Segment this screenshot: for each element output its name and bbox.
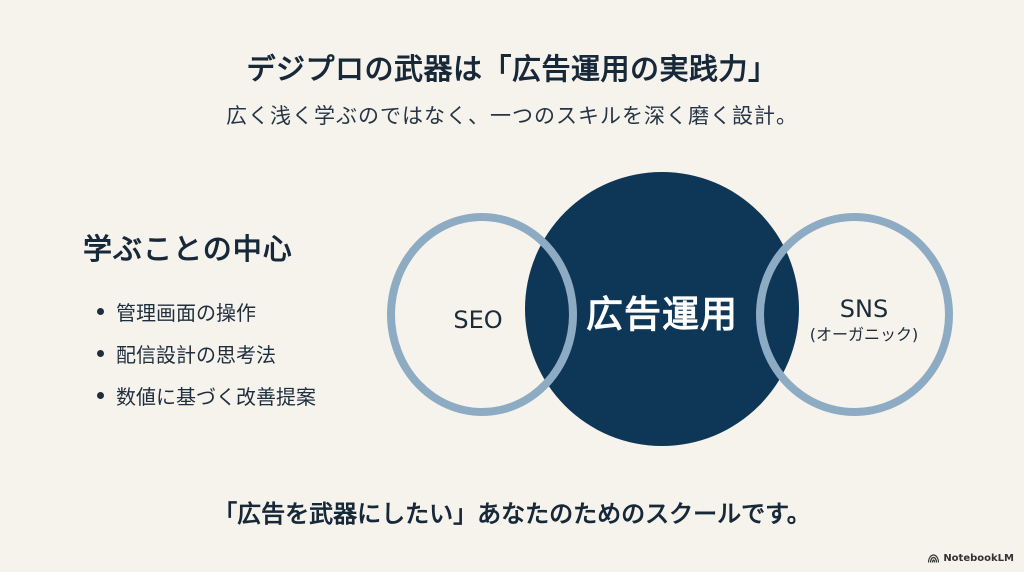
list-item-label: 数値に基づく改善提案 xyxy=(116,384,316,409)
bullet-icon xyxy=(97,307,104,315)
seo-label: SEO xyxy=(453,306,503,334)
slide-subtitle: 広く浅く学ぶのではなく、一つのスキルを深く磨く設計。 xyxy=(226,104,798,128)
tagline: 「広告を武器にしたい」あなたのためのスクールです。 xyxy=(213,500,811,528)
branding-label: NotebookLM xyxy=(943,553,1014,564)
sns-ring xyxy=(756,213,953,416)
learning-focus: 学ぶことの中心 管理画面の操作 配信設計の思考法 数値に基づく改善提案 xyxy=(83,226,316,416)
core-label: 広告運用 xyxy=(586,293,738,336)
notebooklm-branding: NotebookLM xyxy=(928,553,1014,564)
sns-label: SNS xyxy=(839,295,889,323)
seo-ring xyxy=(387,213,577,416)
slide-title: デジプロの武器は「広告運用の実践力」 xyxy=(246,52,778,86)
list-item: 配信設計の思考法 xyxy=(97,332,316,374)
bullet-icon xyxy=(97,349,104,357)
learning-focus-list: 管理画面の操作 配信設計の思考法 数値に基づく改善提案 xyxy=(83,290,316,416)
notebooklm-logo-icon xyxy=(928,554,940,563)
learning-focus-heading: 学ぶことの中心 xyxy=(83,232,293,266)
sns-sublabel: (オーガニック) xyxy=(809,325,919,344)
list-item-label: 配信設計の思考法 xyxy=(116,342,276,367)
list-item: 管理画面の操作 xyxy=(97,290,316,332)
list-item-label: 管理画面の操作 xyxy=(116,300,256,325)
list-item: 数値に基づく改善提案 xyxy=(97,374,316,416)
bullet-icon xyxy=(97,391,104,399)
sns-label-group: SNS (オーガニック) xyxy=(810,294,919,346)
